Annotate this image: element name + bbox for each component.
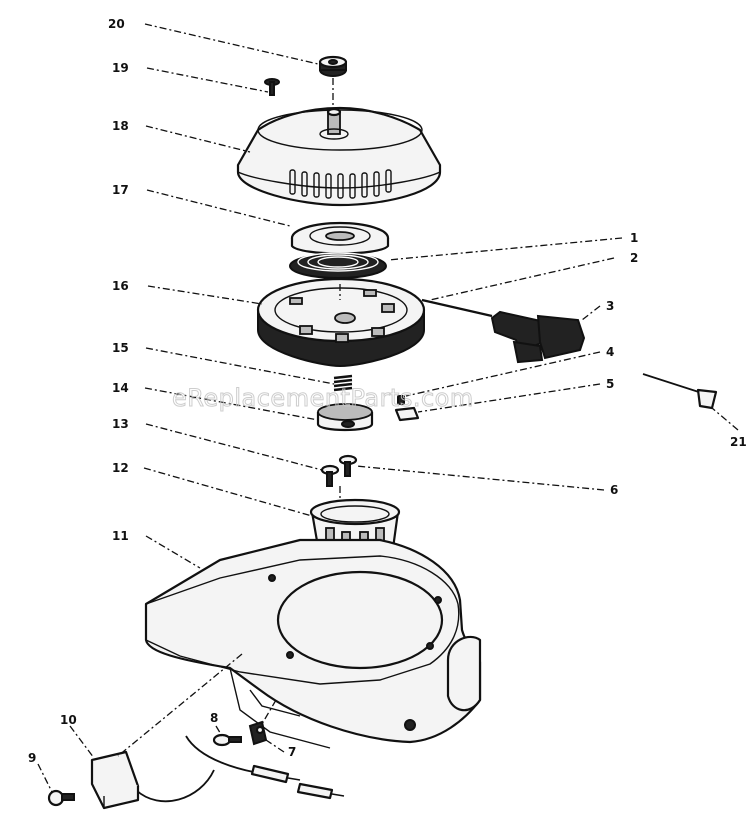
part-1-recoil-spring (289, 252, 387, 279)
callout-18: 18 (112, 119, 129, 133)
callout-2: 2 (630, 251, 638, 265)
callout-4: 4 (606, 345, 614, 359)
part-3-handle (490, 310, 586, 364)
part-13-bolt (320, 464, 340, 487)
part-2-rope (421, 298, 493, 318)
part-21-wire-tool (642, 373, 718, 410)
watermark-text: eReplacementParts.com (172, 384, 474, 412)
part-15-spring (333, 374, 353, 392)
callout-17: 17 (112, 183, 129, 197)
part-5-pawl (394, 406, 420, 422)
callout-14: 14 (112, 381, 129, 395)
ignition-wire (135, 769, 215, 803)
part-10-ignition-module (90, 750, 140, 810)
callout-9: 9 (28, 751, 36, 765)
callout-8: 8 (210, 711, 218, 725)
leader-lines (37, 23, 739, 793)
part-7-bracket (248, 720, 268, 746)
part-8-screw (212, 733, 242, 747)
callout-12: 12 (112, 461, 129, 475)
callout-1: 1 (630, 231, 638, 245)
callout-16: 16 (112, 279, 129, 293)
callout-10: 10 (60, 713, 77, 727)
part-11-blower-housing (144, 538, 482, 749)
callout-6: 6 (610, 483, 618, 497)
callout-13: 13 (112, 417, 129, 431)
callout-7: 7 (288, 745, 296, 759)
callout-3: 3 (606, 299, 614, 313)
part-17-spring-cup (290, 221, 390, 255)
part-19-screw (264, 78, 280, 96)
wire-connector-b (296, 782, 345, 800)
part-14-retainer-cup (316, 403, 374, 432)
callout-19: 19 (112, 61, 129, 75)
part-6-bolt (338, 454, 358, 477)
part-9-screw (47, 789, 75, 807)
part-18-starter-housing (236, 106, 442, 207)
part-20-nut (318, 55, 348, 77)
callout-11: 11 (112, 529, 129, 543)
callout-labels: 20 19 18 17 1 2 16 3 15 4 5 14 13 21 12 … (28, 17, 747, 765)
callout-20: 20 (108, 17, 125, 31)
callout-21: 21 (730, 435, 747, 449)
part-16-pulley (256, 277, 426, 368)
wire-connector-a (250, 764, 301, 784)
callout-15: 15 (112, 341, 129, 355)
callout-5: 5 (606, 377, 614, 391)
part-4-screw (397, 395, 405, 405)
